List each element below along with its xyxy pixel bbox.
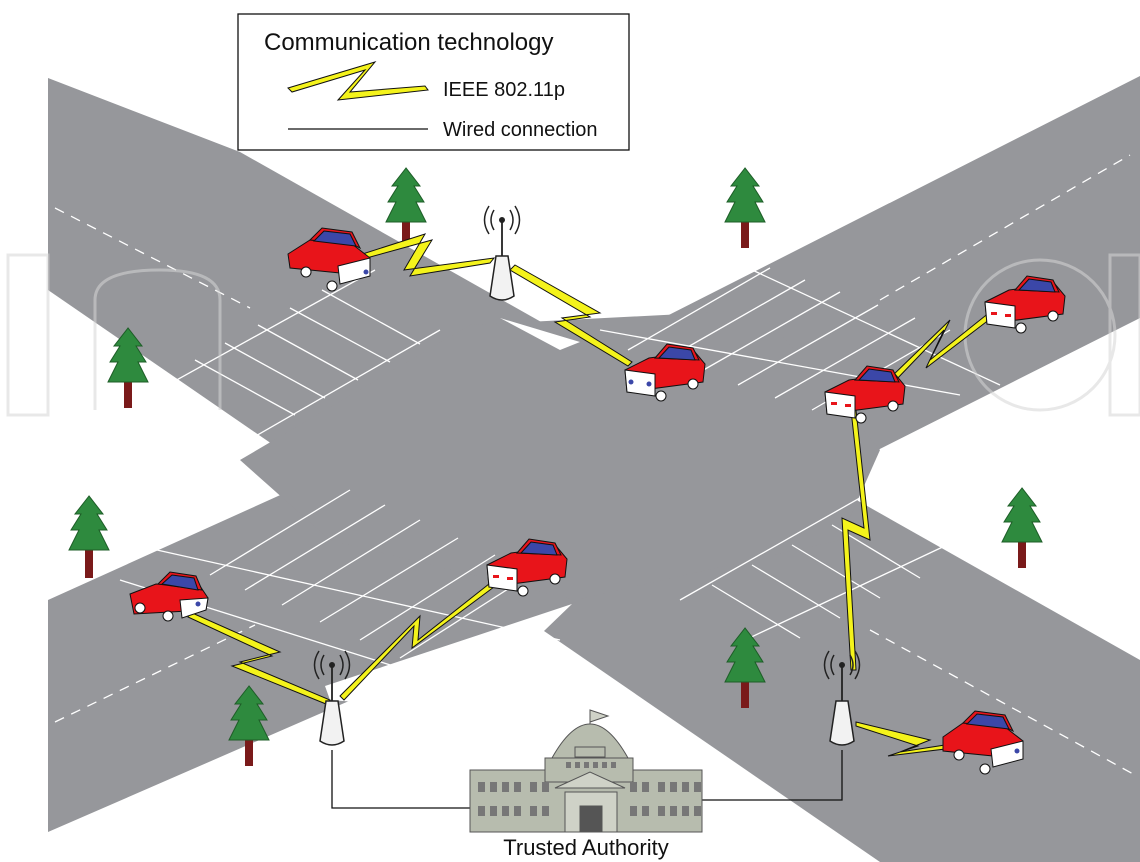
car-icon xyxy=(942,710,1024,775)
legend-wired-label: Wired connection xyxy=(443,119,598,141)
tree-icon xyxy=(724,627,766,708)
antenna-tower-icon xyxy=(319,700,345,746)
car-icon xyxy=(129,571,209,622)
car-icon xyxy=(486,538,568,597)
legend: Communication technology IEEE 802.11p Wi… xyxy=(237,13,630,151)
intersection xyxy=(240,310,880,600)
signal-waves-icon xyxy=(823,650,861,680)
antenna-tower-icon xyxy=(829,700,855,746)
wired-link-right xyxy=(702,750,843,801)
tree-icon xyxy=(1001,487,1043,568)
car-icon xyxy=(984,275,1066,334)
roadside-units xyxy=(313,205,861,746)
car-icon xyxy=(287,227,371,292)
tree-icon xyxy=(385,167,427,242)
wireless-link-icon xyxy=(287,61,429,101)
wireless-link xyxy=(841,409,871,671)
legend-title: Communication technology xyxy=(264,29,554,56)
car-icon xyxy=(824,365,906,424)
car-icon xyxy=(624,343,706,402)
roadside-unit xyxy=(823,650,861,746)
tree-icon xyxy=(228,685,270,766)
roadside-unit xyxy=(313,650,351,746)
wired-link-left xyxy=(331,750,470,809)
tree-icon xyxy=(724,167,766,248)
trusted-authority-building-icon xyxy=(469,709,703,833)
tree-icon xyxy=(107,327,149,408)
legend-box xyxy=(237,13,630,151)
vehicles xyxy=(129,227,1066,775)
legend-wireless-label: IEEE 802.11p xyxy=(443,79,565,101)
road-corners xyxy=(325,318,580,710)
wired-connections xyxy=(331,750,843,809)
tree-icon xyxy=(68,495,110,578)
trees xyxy=(68,167,1043,766)
signal-waves-icon xyxy=(483,205,521,235)
antenna-tower-icon xyxy=(489,255,515,301)
roadside-unit xyxy=(483,205,521,301)
signal-waves-icon xyxy=(313,650,351,680)
trusted-authority-label: Trusted Authority xyxy=(503,835,668,860)
wireless-link xyxy=(349,233,496,277)
wireless-link xyxy=(509,264,633,367)
